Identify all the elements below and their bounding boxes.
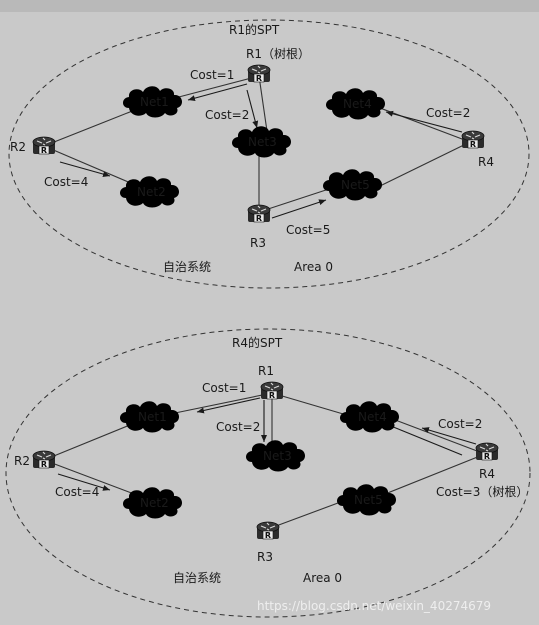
- bottom-r3-label: R3: [257, 550, 273, 564]
- bottom-area-label: Area 0: [303, 571, 342, 585]
- top-net3-label: Net3: [248, 135, 277, 149]
- bottom-spt-arrows: [57, 397, 477, 491]
- bottom-r2-label: R2: [14, 454, 30, 468]
- top-cost-r2-net2: Cost=4: [44, 175, 88, 189]
- top-title: R1的SPT: [229, 22, 280, 37]
- bottom-links: [43, 392, 486, 530]
- bottom-router-r2-icon: [32, 450, 56, 470]
- bottom-net4-label: Net4: [358, 410, 387, 424]
- bottom-router-r4-icon: [475, 442, 499, 462]
- top-net1-label: Net1: [140, 95, 169, 109]
- bottom-cost-r4-net5: Cost=3（树根）: [436, 484, 528, 499]
- top-router-r4-icon: [461, 130, 485, 150]
- bottom-cost-r2-net2: Cost=4: [55, 485, 99, 499]
- top-r1-label: R1（树根）: [246, 46, 310, 61]
- bottom-router-r3-icon: [256, 521, 280, 541]
- bottom-net5-label: Net5: [354, 493, 383, 507]
- top-router-r1-icon: [247, 64, 271, 84]
- bottom-net1-label: Net1: [138, 410, 167, 424]
- top-r4-label: R4: [478, 155, 494, 169]
- watermark-text: https://blog.csdn.net/weixin_40274679: [257, 599, 491, 613]
- top-cost-r1-net3: Cost=2: [205, 108, 249, 122]
- bottom-title: R4的SPT: [232, 335, 283, 350]
- top-net5-label: Net5: [341, 178, 370, 192]
- bottom-router-r1-icon: [260, 381, 284, 401]
- cropped-text-strip: [0, 0, 539, 12]
- bottom-diagram: R4的SPT R1 R2 R3 R4 Net1 Net2 Net3 Net4 N…: [5, 328, 531, 618]
- bottom-r4-label: R4: [479, 467, 495, 481]
- top-as-label: 自治系统: [163, 260, 211, 274]
- top-net4-label: Net4: [343, 97, 372, 111]
- top-as-boundary: [8, 19, 530, 289]
- bottom-as-boundary: [5, 328, 531, 618]
- top-r3-label: R3: [250, 236, 266, 250]
- top-router-r3-icon: [247, 204, 271, 224]
- top-router-r2-icon: [32, 136, 56, 156]
- bottom-cost-r4-net4: Cost=2: [438, 417, 482, 431]
- top-net2-label: Net2: [137, 185, 166, 199]
- top-diagram: R1的SPT R1（树根） R2 R3 R4 Net1 Net2 Net3 Ne…: [8, 19, 530, 289]
- top-cost-r1-net1: Cost=1: [190, 68, 234, 82]
- top-spt-arrows: [59, 83, 463, 219]
- bottom-cost-r1-net1: Cost=1: [202, 381, 246, 395]
- bottom-cost-r1-net3: Cost=2: [216, 420, 260, 434]
- bottom-as-label: 自治系统: [173, 571, 221, 585]
- top-r2-label: R2: [10, 140, 26, 154]
- bottom-net3-label: Net3: [263, 449, 292, 463]
- top-area-label: Area 0: [294, 260, 333, 274]
- top-cost-r3-net5: Cost=5: [286, 223, 330, 237]
- top-cost-r4-net4: Cost=2: [426, 106, 470, 120]
- bottom-net2-label: Net2: [140, 496, 169, 510]
- bottom-r1-label: R1: [258, 364, 274, 378]
